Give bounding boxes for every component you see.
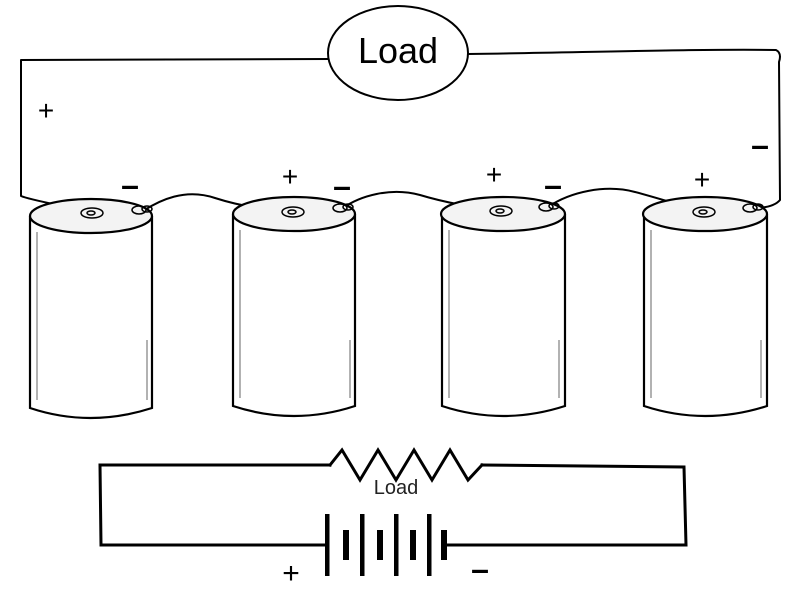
- minus-sign: –: [544, 167, 562, 203]
- battery-top: [439, 195, 567, 233]
- cell-plate-short: [410, 530, 416, 560]
- load-label: Load: [358, 30, 438, 71]
- schematic-battery-symbol: [325, 514, 447, 576]
- battery-body: [440, 214, 567, 418]
- battery-body: [642, 214, 769, 418]
- battery-top: [28, 197, 154, 235]
- minus-sign: –: [751, 127, 769, 163]
- cell-plate-short: [377, 530, 383, 560]
- battery-cell-3: [439, 195, 567, 418]
- negative-terminal: [131, 205, 153, 215]
- schematic-wire: [445, 463, 688, 547]
- cell-plate-long: [360, 514, 365, 576]
- resistor-load-label: Load: [374, 477, 419, 499]
- plus-sign: +: [694, 164, 710, 195]
- cell-plate-long: [394, 514, 399, 576]
- negative-terminal: [332, 203, 354, 213]
- resistor-symbol: [327, 447, 485, 483]
- negative-terminal: [538, 202, 560, 212]
- battery-body: [231, 214, 357, 418]
- positive-terminal: [489, 205, 513, 217]
- positive-terminal: [692, 206, 716, 218]
- minus-sign: –: [471, 551, 489, 587]
- cell-plate-long: [427, 514, 432, 576]
- schematic-circuit: [98, 447, 688, 547]
- schematic-polarity-labels: + –: [282, 551, 489, 590]
- cell-plate-short: [441, 530, 447, 560]
- battery-cell-4: [641, 195, 769, 418]
- battery-cell-2: [231, 195, 357, 418]
- negative-terminal: [742, 203, 764, 213]
- positive-terminal: [281, 206, 305, 218]
- plus-sign: +: [38, 95, 54, 126]
- cell-plate-short: [343, 530, 349, 560]
- load-bulb: Load: [327, 5, 469, 101]
- pictorial-polarity-labels: + – + – + – + –: [38, 95, 769, 204]
- battery-body: [28, 216, 154, 420]
- positive-terminal: [80, 207, 104, 219]
- plus-sign: +: [282, 557, 300, 590]
- schematic-wire: [98, 463, 329, 547]
- load-ellipse: [327, 5, 469, 101]
- plus-sign: +: [282, 161, 298, 192]
- plus-sign: +: [486, 159, 502, 190]
- minus-sign: –: [333, 168, 351, 204]
- wire-load-to-negative: [467, 48, 781, 209]
- cell-plate-long: [325, 514, 330, 576]
- battery-cell-1: [28, 197, 154, 420]
- minus-sign: –: [121, 167, 139, 203]
